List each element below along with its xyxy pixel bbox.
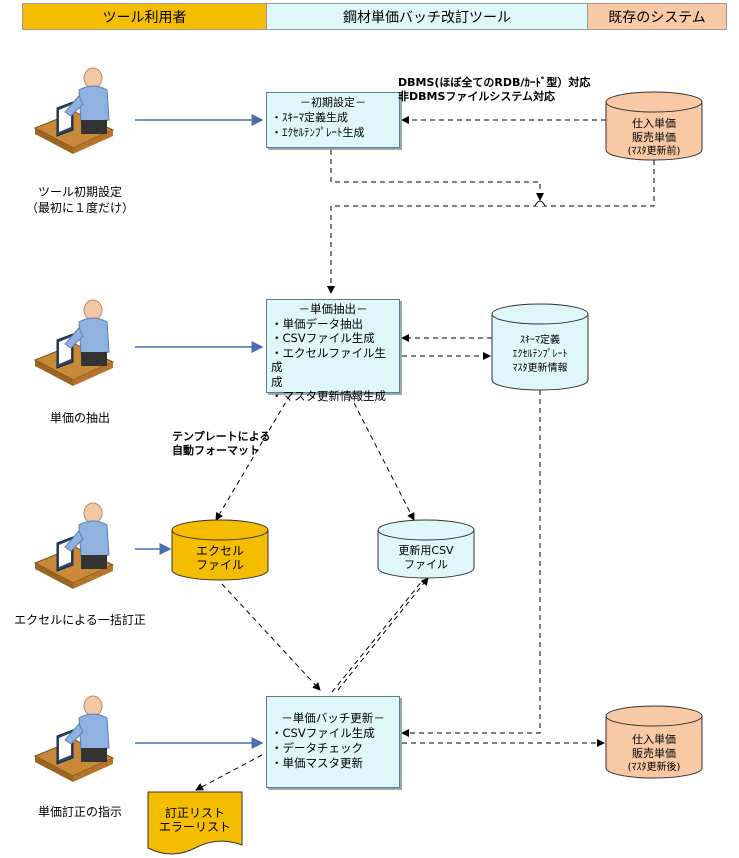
flow-csv-return — [331, 579, 424, 693]
store-csv-cylinder — [377, 519, 475, 579]
flow-init-to-schema — [330, 150, 544, 201]
actor-label-extract: 単価の抽出 — [49, 411, 110, 425]
flow-schema-to-batch — [401, 390, 541, 737]
process-batch-item: ・データチェック — [271, 741, 363, 755]
actor-label-batch: 単価訂正の指示 — [37, 805, 122, 819]
flow-source-to-extract — [327, 160, 655, 294]
store-target-label: 仕入単価 販売単価 (ﾏｽﾀ更新後) — [627, 733, 681, 773]
actor-figure-1 — [34, 67, 114, 155]
flow-extract-to-csv — [349, 394, 415, 521]
process-extract-item: ・CSVファイル生成 — [271, 331, 375, 345]
store-schema-label: ｽｷｰﾏ定義 ｴｸｾﾙﾃﾝﾌﾟﾚｰﾄ ﾏｽﾀ更新情報 — [512, 335, 568, 374]
process-batch-item: ・単価マスタ更新 — [271, 756, 363, 770]
process-batch-title: －単価バッチ更新－ — [281, 711, 385, 725]
flow-batch-to-report — [195, 754, 263, 791]
report-shape — [147, 791, 243, 855]
process-extract-item: ・マスタ更新情報生成 — [271, 389, 386, 403]
process-extract-item: ・単価データ抽出 — [271, 316, 363, 331]
header-system-column: 既存のシステム — [587, 3, 727, 30]
note-template: テンプレートによる 自動フォーマット — [172, 430, 271, 457]
flow-excel-to-batch — [221, 583, 321, 691]
store-excel-cylinder — [171, 519, 269, 581]
process-init-title: －初期設定－ — [300, 96, 366, 109]
header-tool-column: 鋼材単価バッチ改訂ツール — [266, 3, 588, 30]
flow-extract-to-excel — [215, 394, 291, 521]
crossing-hop — [534, 200, 546, 207]
actor-figure-4 — [34, 695, 114, 783]
store-source-label: 仕入単価 販売単価 (ﾏｽﾀ更新前) — [627, 117, 681, 157]
flow-batch-to-csv — [337, 577, 429, 691]
process-extract-title: －単価抽出－ — [298, 302, 368, 316]
store-source-cylinder — [605, 91, 703, 161]
process-batch-item: ・CSVファイル生成 — [271, 726, 375, 740]
process-extract-item: ・エクセルファイル生成 — [271, 345, 386, 375]
process-init-item: ・ｴｸｾﾙﾃﾝﾌﾟﾚｰﾄ生成 — [271, 126, 365, 139]
store-csv-label: 更新用CSV ファイル — [398, 544, 454, 571]
process-extract-item: 成 — [271, 374, 283, 389]
actor-figure-3 — [34, 502, 114, 590]
store-schema-cylinder — [491, 303, 589, 391]
report-label: 訂正リスト エラーリスト — [158, 806, 231, 834]
process-init-item: ・ｽｷｰﾏ定義生成 — [271, 111, 348, 124]
header-user-column: ツール利用者 — [22, 3, 267, 30]
actor-label-excel: エクセルによる一括訂正 — [14, 613, 146, 627]
process-batch: －単価バッチ更新－ ・CSVファイル生成 ・データチェック ・単価マスタ更新 — [266, 696, 400, 788]
process-extract: －単価抽出－ ・単価データ抽出 ・CSVファイル生成 ・エクセルファイル生成 成… — [266, 299, 400, 403]
actor-label-init: ツール初期設定 （最初に１度だけ） — [25, 185, 134, 215]
actor-figure-2 — [34, 299, 114, 387]
note-dbms: DBMS(ほぼ全てのRDB/ｶｰﾄﾞ型）対応 非DBMSファイルシステム対応 — [398, 76, 591, 103]
store-excel-label: エクセル ファイル — [195, 544, 244, 572]
store-target-cylinder — [605, 705, 703, 779]
process-init: －初期設定－ ・ｽｷｰﾏ定義生成 ・ｴｸｾﾙﾃﾝﾌﾟﾚｰﾄ生成 — [266, 92, 400, 148]
